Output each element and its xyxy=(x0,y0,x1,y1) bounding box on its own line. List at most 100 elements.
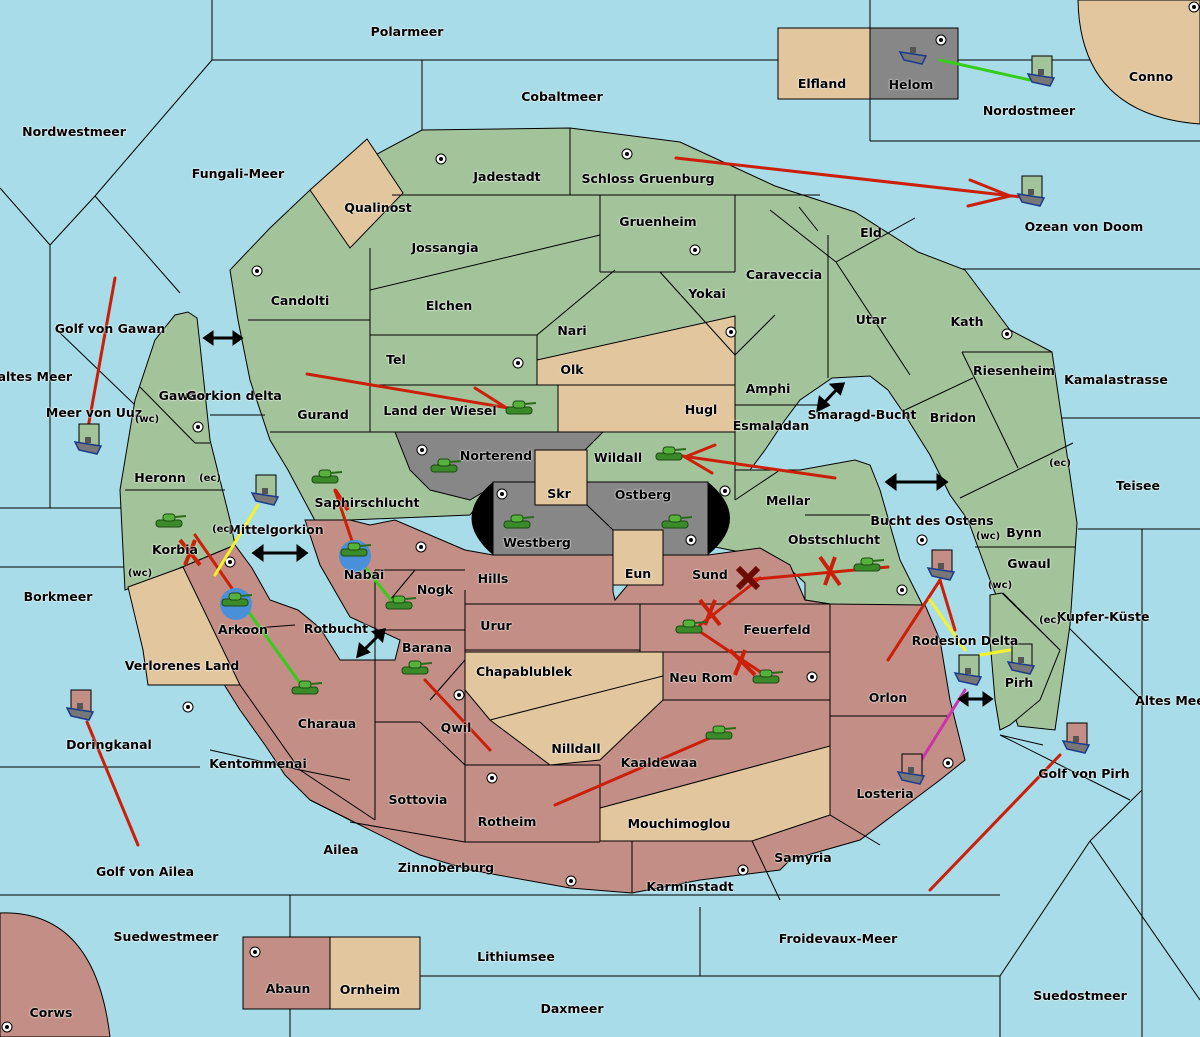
ship-icon[interactable] xyxy=(926,549,956,581)
stadium-right-cap xyxy=(708,482,730,555)
label-westberg: Westberg xyxy=(503,535,571,550)
order-support-charaua-arkoon xyxy=(238,598,307,692)
coast-label: (wc) xyxy=(975,531,1001,542)
ship-icon[interactable] xyxy=(250,474,280,506)
ship-icon[interactable] xyxy=(1061,722,1091,754)
order-move-saphir-nabai xyxy=(333,488,357,552)
label-caraveccia: Caraveccia xyxy=(745,267,823,282)
ship-icon[interactable] xyxy=(65,689,95,721)
label-esmaladan: Esmaladan xyxy=(732,418,810,433)
ship-icon[interactable] xyxy=(1026,55,1056,87)
tank-icon[interactable] xyxy=(505,400,537,415)
tank-icon[interactable] xyxy=(705,725,737,740)
label-suedwestmeer: Suedwestmeer xyxy=(113,929,219,944)
label-hills: Hills xyxy=(477,571,509,586)
tank-icon[interactable] xyxy=(291,680,323,695)
order-move-gawan-uuz xyxy=(86,276,117,430)
ship-icon[interactable] xyxy=(953,654,983,686)
label-abaun: Abaun xyxy=(265,981,311,996)
order-move-rotheim-kaaldewaa xyxy=(553,736,712,807)
label-gurand: Gurand xyxy=(297,407,349,422)
label-fungali-meer: Fungali-Meer xyxy=(191,166,285,181)
label-kaaldewaa: Kaaldewaa xyxy=(620,755,698,770)
region-elfland[interactable] xyxy=(777,27,871,100)
label-land-der-wiesel: Land der Wiesel xyxy=(383,403,497,418)
label-gwaul: Gwaul xyxy=(1007,556,1051,571)
failed-marks xyxy=(178,488,842,677)
label-ailea: Ailea xyxy=(323,842,359,857)
label-kentommenai: Kentommenai xyxy=(209,756,307,771)
ship-icon[interactable] xyxy=(1006,643,1036,675)
coast-label: (wc) xyxy=(987,580,1013,591)
label-elfland: Elfland xyxy=(797,76,847,91)
label-nilldall: Nilldall xyxy=(551,741,601,756)
region-ornheim[interactable] xyxy=(329,936,421,1010)
label-elchen: Elchen xyxy=(425,298,473,313)
region-hugl[interactable] xyxy=(557,384,736,433)
label-lithiumsee: Lithiumsee xyxy=(477,949,555,964)
order-move-ailea-doring xyxy=(85,720,140,847)
label-kath: Kath xyxy=(950,314,984,329)
label-kamalastrasse: Kamalastrasse xyxy=(1064,372,1168,387)
tank-icon[interactable] xyxy=(311,469,343,484)
ship-icon[interactable] xyxy=(1016,175,1046,207)
label-schloss-gruenburg: Schloss Gruenburg xyxy=(581,171,715,186)
coast-label: (wc) xyxy=(134,414,160,425)
stadium-left-cap xyxy=(471,482,493,555)
label-sund: Sund xyxy=(692,567,728,582)
ship-icon[interactable] xyxy=(896,753,926,785)
tank-icon[interactable] xyxy=(340,542,372,557)
label-norterend: Norterend xyxy=(459,448,533,463)
label-helom: Helom xyxy=(888,77,934,92)
label-verlorenes-land: Verlorenes Land xyxy=(124,658,240,673)
label-obstschlucht: Obstschlucht xyxy=(787,532,881,547)
label-karminstadt: Karminstadt xyxy=(646,879,734,894)
tank-icon[interactable] xyxy=(430,458,462,473)
ship-icon[interactable] xyxy=(73,423,103,455)
label-olk: Olk xyxy=(560,362,584,377)
tank-icon[interactable] xyxy=(853,557,885,572)
tank-icon[interactable] xyxy=(661,514,693,529)
order-move-esmaladan-wildall xyxy=(680,454,837,480)
region-nilldall[interactable] xyxy=(488,675,664,766)
region-skr[interactable] xyxy=(534,449,588,506)
region-qualinost[interactable] xyxy=(309,138,404,249)
label-wildall: Wildall xyxy=(593,450,643,465)
coast-label: (ec) xyxy=(1039,615,1061,626)
label-meer-von-uuz: Meer von Uuz xyxy=(45,405,143,420)
label-hugl: Hugl xyxy=(684,402,718,417)
region-conno[interactable] xyxy=(1077,0,1200,125)
label-mellar: Mellar xyxy=(765,493,811,508)
region-corws[interactable] xyxy=(0,912,111,1037)
tank-icon[interactable] xyxy=(503,514,535,529)
label-suedostmeer: Suedostmeer xyxy=(1033,988,1127,1003)
label-jossangia: Jossangia xyxy=(411,240,479,255)
passage-arrows xyxy=(202,330,994,707)
tank-icon[interactable] xyxy=(655,446,687,461)
tank-icon[interactable] xyxy=(385,595,417,610)
label-pirh: Pirh xyxy=(1004,675,1034,690)
label-mittelgorkion: Mittelgorkion xyxy=(228,522,324,537)
tank-icon[interactable] xyxy=(221,592,253,607)
label-rotbucht: Rotbucht xyxy=(303,621,369,636)
tank-icon[interactable] xyxy=(752,669,784,684)
tank-icon[interactable] xyxy=(155,513,187,528)
region-eun[interactable] xyxy=(612,529,664,586)
label-riesenheim: Riesenheim xyxy=(973,363,1055,378)
label-tel: Tel xyxy=(386,352,406,367)
red-borders xyxy=(209,569,950,901)
label-korbia: Korbia xyxy=(152,542,198,557)
label-utar: Utar xyxy=(855,312,887,327)
label-altes-meer: Altes Meer xyxy=(1135,693,1200,708)
ship-icon[interactable] xyxy=(898,47,928,65)
region-verlorenes-land[interactable] xyxy=(127,566,241,686)
label-doringkanal: Doringkanal xyxy=(66,737,152,752)
label-corws: Corws xyxy=(29,1005,73,1020)
tank-icon[interactable] xyxy=(401,660,433,675)
label-qwil: Qwil xyxy=(440,720,472,735)
label-gorkion-delta: Gorkion delta xyxy=(186,388,282,403)
label-sottovia: Sottovia xyxy=(388,792,448,807)
label-borkmeer: Borkmeer xyxy=(23,589,93,604)
tank-icon[interactable] xyxy=(675,619,707,634)
